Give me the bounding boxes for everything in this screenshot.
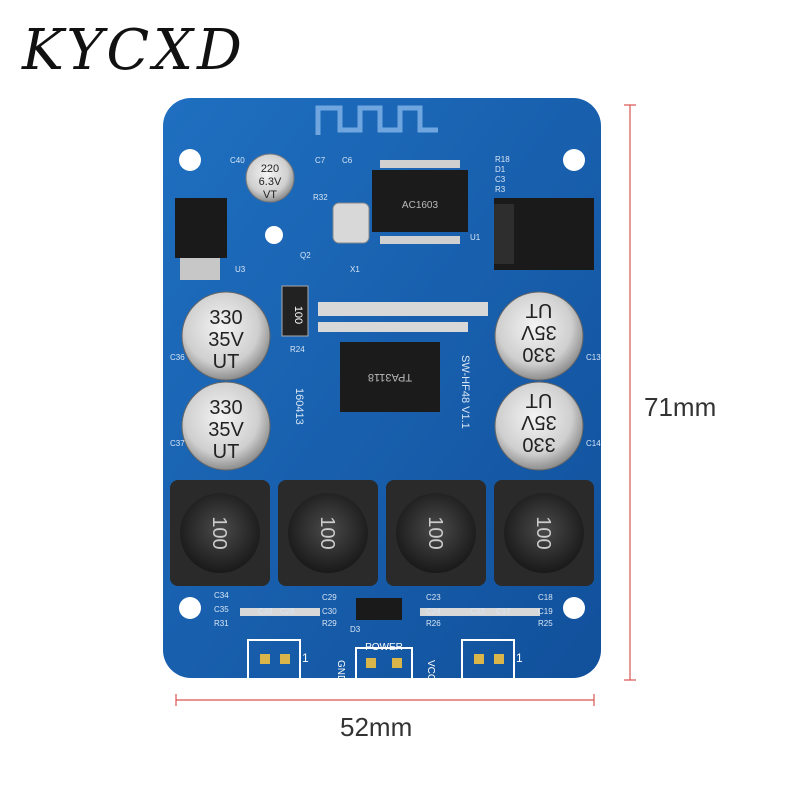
svg-text:C34: C34 [214,591,229,600]
svg-text:100: 100 [208,516,230,549]
svg-text:C22: C22 [470,607,485,616]
gnd-label: GND [335,660,346,682]
terminal-right [461,639,515,681]
dimension-lines [175,104,636,706]
svg-text:R3: R3 [495,185,506,194]
vcc-label: VCC [425,660,436,681]
svg-text:R25: R25 [538,619,553,628]
svg-text:C36: C36 [170,353,185,362]
diode [356,598,402,620]
big-capacitor-bl: 330 35V UT [181,381,271,471]
svg-text:UT: UT [213,351,240,373]
port-mark-left: 1 [302,651,309,665]
chip-main-label: AC1603 [402,200,439,211]
big-capacitor-tl: 330 35V UT [181,291,271,381]
cap-small-line1: 220 [261,163,279,175]
svg-text:C30: C30 [322,607,337,616]
svg-text:R18: R18 [495,155,510,164]
svg-text:R32: R32 [313,193,328,202]
crystal [332,202,370,244]
board-id: SW-HF48 V1.1 [459,355,471,429]
svg-text:U1: U1 [470,233,481,242]
svg-text:C6: C6 [342,156,353,165]
svg-text:35V: 35V [208,419,244,441]
cap-small-line3: VT [263,189,277,201]
height-dimension-label: 71mm [644,392,717,422]
regulator-chip [175,198,227,258]
svg-text:U3: U3 [235,265,246,274]
svg-text:C35: C35 [214,605,229,614]
big-capacitor-tr: 330 35V UT [494,291,584,381]
svg-text:100: 100 [532,516,554,549]
svg-text:C33: C33 [258,607,273,616]
svg-text:X1: X1 [350,265,360,274]
svg-text:100: 100 [316,516,338,549]
mount-hole [179,149,201,171]
power-resistor [281,285,309,337]
svg-text:C13: C13 [586,353,601,362]
width-dimension-label: 52mm [340,712,413,742]
mount-hole [265,226,283,244]
inductor-1: 100 [170,480,270,586]
resistor-label: 100 [292,306,304,324]
svg-text:C3: C3 [495,175,506,184]
svg-text:35V: 35V [208,329,244,351]
svg-text:C23: C23 [426,593,441,602]
cap-small-line2: 6.3V [259,176,282,188]
svg-text:C18: C18 [538,593,553,602]
small-capacitor [245,153,295,203]
svg-text:330: 330 [522,433,555,455]
svg-text:100: 100 [424,516,446,549]
power-label: POWER [365,642,403,653]
svg-text:35V: 35V [521,321,557,343]
svg-text:C37: C37 [170,439,185,448]
chip-amp-label: TPA3118 [368,371,412,383]
port-mark-right: 1 [516,651,523,665]
mount-hole [179,597,201,619]
svg-text:330: 330 [209,397,242,419]
date-code: 160413 [293,388,305,425]
svg-text:C14: C14 [586,439,601,448]
mount-hole [563,597,585,619]
terminal-left [247,639,301,681]
svg-text:R29: R29 [322,619,337,628]
svg-text:C24: C24 [426,607,441,616]
amplifier-chip [340,342,440,412]
svg-text:D1: D1 [495,165,506,174]
terminal-power [355,647,413,683]
bluetooth-chip [372,170,468,232]
antenna-trace [315,105,438,135]
svg-text:C17: C17 [496,607,511,616]
silk-labels: C40 C7 C6 R18 D1 C3 R3 R32 U1 U3 Q2 X1 R… [170,155,601,634]
inductor-4: 100 [494,480,594,586]
svg-text:C29: C29 [322,593,337,602]
svg-text:C7: C7 [315,156,326,165]
svg-text:R26: R26 [426,619,441,628]
svg-text:330: 330 [209,307,242,329]
svg-text:D3: D3 [350,625,361,634]
svg-text:C19: C19 [538,607,553,616]
svg-text:UT: UT [526,389,553,411]
svg-text:35V: 35V [521,411,557,433]
svg-text:C40: C40 [230,156,245,165]
svg-text:R31: R31 [214,619,229,628]
svg-text:330: 330 [522,343,555,365]
svg-text:UT: UT [213,441,240,463]
inductor-2: 100 [278,480,378,586]
svg-text:C28: C28 [280,607,295,616]
svg-text:R24: R24 [290,345,305,354]
svg-text:Q2: Q2 [300,251,311,260]
inductor-3: 100 [386,480,486,586]
brand-watermark: KYCXD [22,18,246,83]
mount-hole [563,149,585,171]
svg-text:UT: UT [526,299,553,321]
big-capacitor-br: 330 35V UT [494,381,584,471]
